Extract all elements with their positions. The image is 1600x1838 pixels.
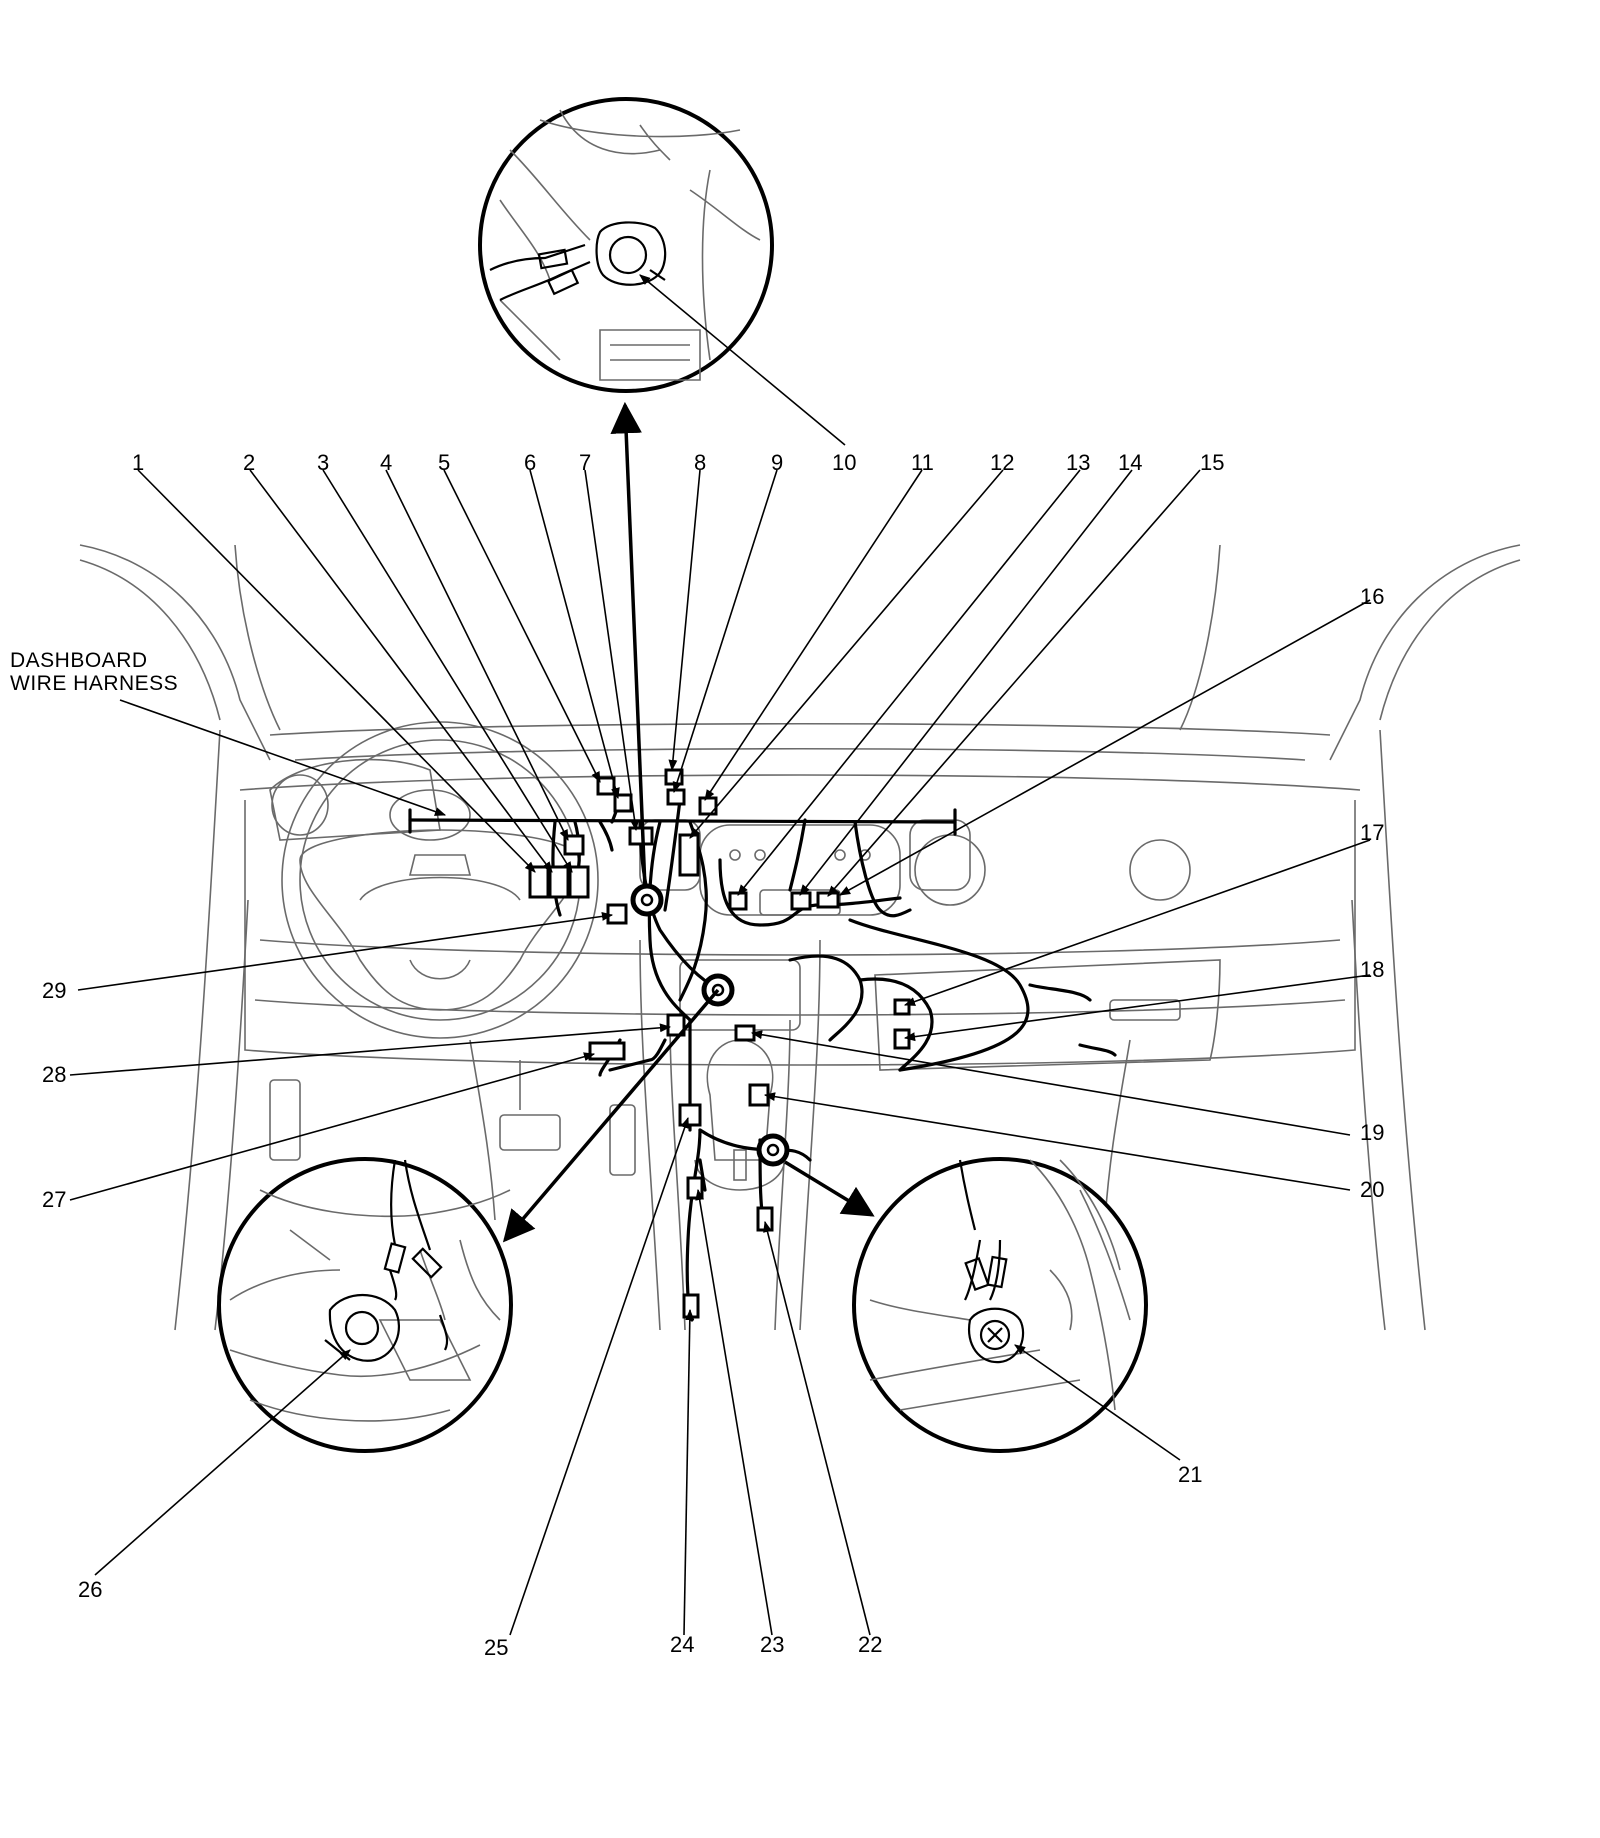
connector-18	[893, 1028, 911, 1050]
callout-15: 15	[1200, 450, 1224, 475]
callout-19: 19	[1360, 1120, 1384, 1145]
callout-12: 12	[990, 450, 1014, 475]
connector-19	[734, 1024, 756, 1042]
callout-21: 21	[1178, 1462, 1202, 1487]
connector-24	[682, 1293, 700, 1319]
callout-23: 23	[760, 1632, 784, 1657]
harness-label-line-2: WIRE HARNESS	[10, 672, 178, 695]
connectors	[528, 768, 911, 1319]
callout-3: 3	[317, 450, 329, 475]
callout-labels: DASHBOARD WIRE HARNESS 1 2 3 4 5 6 7 8 9…	[10, 450, 1384, 1660]
callout-16: 16	[1360, 584, 1384, 609]
leader-lines	[69, 469, 1371, 1636]
callout-28: 28	[42, 1062, 66, 1087]
callout-5: 5	[438, 450, 450, 475]
callout-25: 25	[484, 1635, 508, 1660]
callout-17: 17	[1360, 820, 1384, 845]
callout-18: 18	[1360, 957, 1384, 982]
connector-14	[790, 891, 812, 911]
callout-26: 26	[78, 1577, 102, 1602]
callout-6: 6	[524, 450, 536, 475]
connector-29	[606, 903, 628, 925]
connector-9	[666, 788, 686, 806]
callout-24: 24	[670, 1632, 694, 1657]
callout-29: 29	[42, 978, 66, 1003]
detail-arrows	[502, 401, 875, 1243]
connector-2	[548, 865, 570, 899]
callout-8: 8	[694, 450, 706, 475]
callout-22: 22	[858, 1632, 882, 1657]
connector-12	[678, 833, 700, 877]
connector-23	[686, 1176, 704, 1200]
connector-13	[728, 891, 748, 911]
callout-9: 9	[771, 450, 783, 475]
callout-13: 13	[1066, 450, 1090, 475]
connector-5	[596, 776, 616, 796]
callout-11: 11	[911, 450, 934, 475]
connector-22	[756, 1206, 774, 1232]
detail-circle-top	[478, 97, 846, 446]
callout-1: 1	[132, 450, 144, 475]
connector-27	[588, 1041, 626, 1061]
callout-7: 7	[579, 450, 591, 475]
detail-circle-bottom-left	[94, 1157, 513, 1576]
connector-4	[563, 834, 585, 856]
callout-27: 27	[42, 1187, 66, 1212]
detail-circle-bottom-right	[852, 1157, 1181, 1461]
callout-10: 10	[832, 450, 856, 475]
connector-3	[568, 865, 590, 899]
connector-25	[678, 1103, 702, 1127]
harness-label-line-1: DASHBOARD	[10, 649, 148, 672]
callout-2: 2	[243, 450, 255, 475]
callout-14: 14	[1118, 450, 1142, 475]
callout-20: 20	[1360, 1177, 1384, 1202]
connector-11	[698, 796, 718, 816]
callout-4: 4	[380, 450, 392, 475]
connector-17	[893, 998, 911, 1016]
connector-1	[528, 865, 550, 899]
